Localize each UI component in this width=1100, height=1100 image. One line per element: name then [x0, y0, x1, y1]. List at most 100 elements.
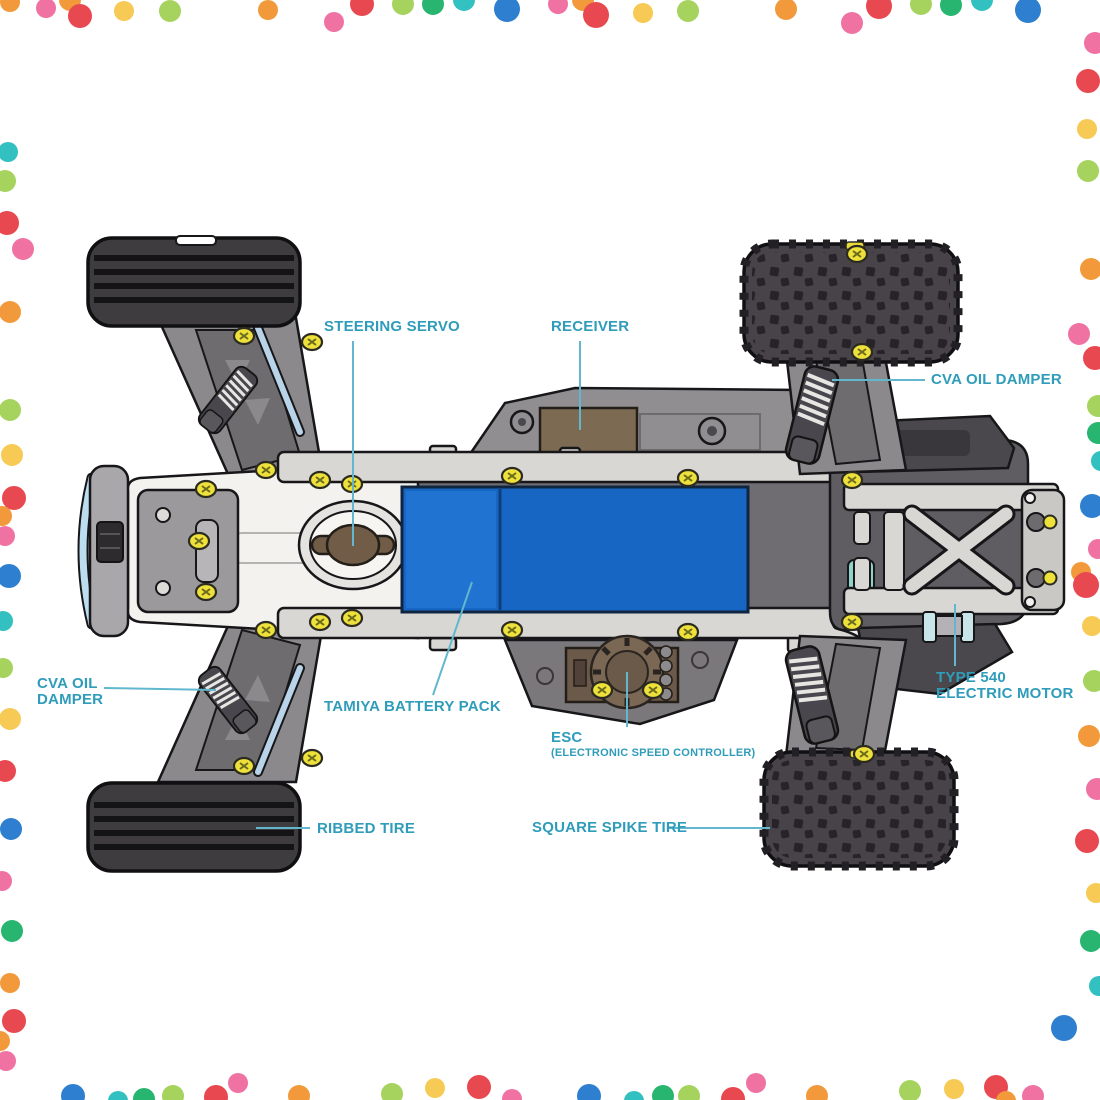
label-ribbed-tire: RIBBED TIRE [317, 820, 416, 837]
confetti-dot [1089, 976, 1100, 996]
confetti-dot [1, 920, 23, 942]
confetti-dot [1022, 1085, 1044, 1100]
confetti-dot [68, 4, 92, 28]
label-cva-damper-right: CVA OIL DAMPER [931, 371, 1062, 388]
confetti-dot [0, 658, 13, 678]
confetti-dot [0, 1031, 10, 1051]
rear-right-spike-tire [739, 239, 963, 367]
confetti-dot [0, 760, 16, 782]
confetti-dot [0, 708, 21, 730]
confetti-dot [502, 1089, 522, 1100]
confetti-dot [1087, 422, 1100, 444]
confetti-dot [114, 1, 134, 21]
confetti-dot [1080, 258, 1100, 280]
leader-battery [432, 581, 473, 696]
confetti-dot [1078, 725, 1100, 747]
confetti-dot [775, 0, 797, 20]
confetti-dot [910, 0, 932, 15]
label-cva-damper-left: CVA OIL DAMPER [37, 676, 103, 708]
confetti-dot [1051, 1015, 1077, 1041]
confetti-dot [1080, 930, 1100, 952]
confetti-dot [0, 818, 22, 840]
confetti-dot [940, 0, 962, 16]
confetti-dot [0, 399, 21, 421]
label-receiver: RECEIVER [551, 318, 630, 335]
rear-lower-spike-tire [759, 747, 959, 871]
rear-suspension [781, 350, 908, 758]
confetti-dot [0, 564, 21, 588]
confetti-dot [422, 0, 444, 15]
confetti-dot [1083, 346, 1100, 370]
confetti-dot [0, 211, 19, 235]
front-bumper [77, 464, 130, 638]
confetti-dot [2, 1009, 26, 1033]
confetti-dot [0, 301, 21, 323]
confetti-dot [0, 871, 12, 891]
confetti-dot [971, 0, 993, 11]
confetti-dot [228, 1073, 248, 1093]
label-type540-line1: TYPE 540 [936, 669, 1006, 686]
receiver-unit [465, 386, 841, 459]
label-esc: ESC [551, 729, 583, 746]
confetti-dot [324, 12, 344, 32]
confetti-dot [467, 1075, 491, 1099]
confetti-dot [633, 3, 653, 23]
confetti-dot [0, 1051, 16, 1071]
confetti-dot [1077, 119, 1097, 139]
front-suspension [156, 316, 324, 784]
confetti-dot [1083, 670, 1100, 692]
confetti-dot [1077, 160, 1099, 182]
confetti-dot [0, 0, 20, 12]
confetti-dot [721, 1087, 745, 1100]
confetti-dot [1086, 883, 1100, 903]
confetti-dot [258, 0, 278, 20]
confetti-dot [0, 973, 20, 993]
confetti-dot [1082, 616, 1100, 636]
confetti-dot [899, 1080, 921, 1100]
label-esc-subtitle: (ELECTRONIC SPEED CONTROLLER) [551, 747, 756, 759]
confetti-dot [36, 0, 56, 18]
confetti-dot [1086, 778, 1100, 800]
confetti-dot [0, 142, 18, 162]
confetti-dot [133, 1088, 155, 1100]
label-type540-motor: TYPE 540 ELECTRIC MOTOR [936, 670, 1074, 702]
confetti-dot [677, 0, 699, 22]
confetti-dot [162, 1085, 184, 1100]
confetti-dot [1088, 539, 1100, 559]
confetti-dot [1084, 32, 1100, 54]
confetti-dot [381, 1083, 403, 1100]
confetti-dot [577, 1084, 601, 1100]
confetti-dot [494, 0, 520, 22]
rear-x-brace [842, 482, 1060, 616]
confetti-dot [453, 0, 475, 11]
confetti-dot [996, 1091, 1016, 1100]
confetti-dot [0, 506, 12, 526]
confetti-dot [1073, 572, 1099, 598]
confetti-dot [350, 0, 374, 16]
label-cva-left-line1: CVA OIL [37, 675, 98, 692]
confetti-dot [61, 1084, 85, 1100]
confetti-dot [548, 0, 568, 14]
label-square-spike-tire: SQUARE SPIKE TIRE [532, 819, 688, 836]
confetti-dot [1, 444, 23, 466]
confetti-dot [1068, 323, 1090, 345]
label-cva-left-line2: DAMPER [37, 691, 104, 708]
confetti-dot [288, 1085, 310, 1100]
confetti-dot [841, 12, 863, 34]
rear-end-plate [1020, 488, 1066, 612]
label-type540-line2: ELECTRIC MOTOR [936, 685, 1074, 702]
confetti-dot [583, 2, 609, 28]
front-left-ribbed-tire [86, 235, 302, 328]
confetti-dot [204, 1085, 228, 1100]
confetti-dot [1015, 0, 1041, 23]
confetti-dot [1087, 395, 1100, 417]
label-battery-pack: TAMIYA BATTERY PACK [324, 698, 501, 715]
confetti-dot [0, 526, 15, 546]
leader-cva-left [103, 687, 217, 691]
receiver-box [538, 406, 639, 456]
confetti-dot [1075, 829, 1099, 853]
front-lower-ribbed-tire [86, 781, 302, 873]
